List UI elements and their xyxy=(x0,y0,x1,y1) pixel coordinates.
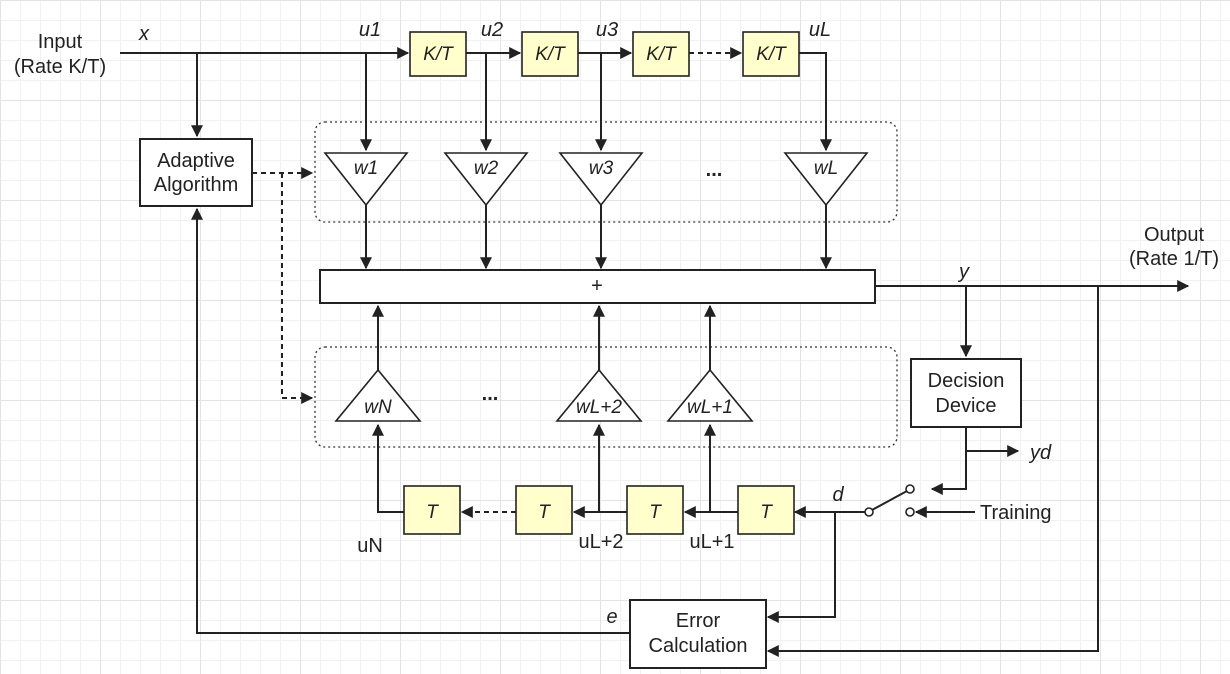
switch-contact-decision xyxy=(905,484,915,494)
weight-wn xyxy=(334,368,422,422)
signal-ul1-label: uL+1 xyxy=(689,531,734,553)
connector-ul-to-wl xyxy=(799,52,832,152)
output-label: Output xyxy=(1144,224,1204,246)
t-delay-block-3 xyxy=(515,485,573,535)
decision-label-line1: Decision xyxy=(928,370,1005,392)
t-label-3: T xyxy=(538,502,551,523)
feedforward-weights-group xyxy=(314,121,898,223)
weight-wn-label: wN xyxy=(364,397,392,418)
signal-u3-label: u3 xyxy=(596,19,618,41)
signal-un-label: uN xyxy=(357,535,383,557)
t-label-2: T xyxy=(649,502,662,523)
error-label-line1: Error xyxy=(676,610,721,632)
signal-x-label: x xyxy=(138,23,150,45)
connector-d-to-error xyxy=(766,512,836,623)
error-label-line2: Calculation xyxy=(649,635,748,657)
connector-un-to-wn xyxy=(372,423,404,513)
switch-contact-training xyxy=(905,507,915,517)
signal-y-label: y xyxy=(957,261,970,283)
kt-delay-block-l xyxy=(742,31,800,77)
signal-yd-label: yd xyxy=(1028,442,1052,464)
switch-arm xyxy=(871,490,908,511)
feedback-ellipsis: ... xyxy=(482,383,499,405)
kt-label-l: K/T xyxy=(756,44,787,65)
kt-label-3: K/T xyxy=(646,44,677,65)
output-rate-label: (Rate 1/T) xyxy=(1129,248,1219,270)
weight-w3-label: w3 xyxy=(589,158,614,179)
connector-decision-to-switch xyxy=(930,427,967,495)
connector-y-to-error xyxy=(766,286,1099,657)
signal-e-label: e xyxy=(606,606,617,628)
summation-bar xyxy=(319,269,876,304)
feedforward-ellipsis: ... xyxy=(706,159,723,181)
signal-u1-label: u1 xyxy=(359,19,381,41)
weight-w2 xyxy=(443,152,529,207)
kt-delay-block-1 xyxy=(409,31,467,77)
t-delay-block-n xyxy=(403,485,461,535)
signal-d-label: d xyxy=(832,484,844,506)
adaptive-label-line1: Adaptive xyxy=(157,150,235,172)
sum-label: + xyxy=(591,275,603,297)
t-label-n: T xyxy=(426,502,439,523)
weight-wl2 xyxy=(555,368,643,422)
signal-ul-label: uL xyxy=(809,19,831,41)
kt-label-2: K/T xyxy=(535,44,566,65)
kt-delay-block-2 xyxy=(521,31,579,77)
connector-e-to-adaptive xyxy=(191,207,630,634)
t-delay-block-1 xyxy=(737,485,795,535)
input-label: Input xyxy=(38,31,83,53)
weight-wl1 xyxy=(666,368,754,422)
input-rate-label: (Rate K/T) xyxy=(14,56,106,78)
feedback-weights-group xyxy=(314,346,898,448)
decision-label-line2: Device xyxy=(935,395,996,417)
weight-w1-label: w1 xyxy=(354,158,378,179)
adaptive-algorithm-block xyxy=(139,138,253,207)
weight-wl2-label: wL+2 xyxy=(576,397,622,418)
t-label-1: T xyxy=(760,502,773,523)
weight-wl xyxy=(783,152,869,207)
weight-w2-label: w2 xyxy=(474,158,499,179)
weight-w1 xyxy=(323,152,409,207)
weight-wl-label: wL xyxy=(814,158,838,179)
weight-wl1-label: wL+1 xyxy=(687,397,733,418)
decision-device-block xyxy=(910,358,1022,428)
t-delay-block-2 xyxy=(626,485,684,535)
adaptive-label-line2: Algorithm xyxy=(154,174,238,196)
kt-label-1: K/T xyxy=(423,44,454,65)
training-label: Training xyxy=(980,502,1052,524)
signal-u2-label: u2 xyxy=(481,19,503,41)
adaptive-to-feedback-dashed xyxy=(281,173,314,404)
weight-w3 xyxy=(558,152,644,207)
signal-ul2-label: uL+2 xyxy=(578,531,623,553)
